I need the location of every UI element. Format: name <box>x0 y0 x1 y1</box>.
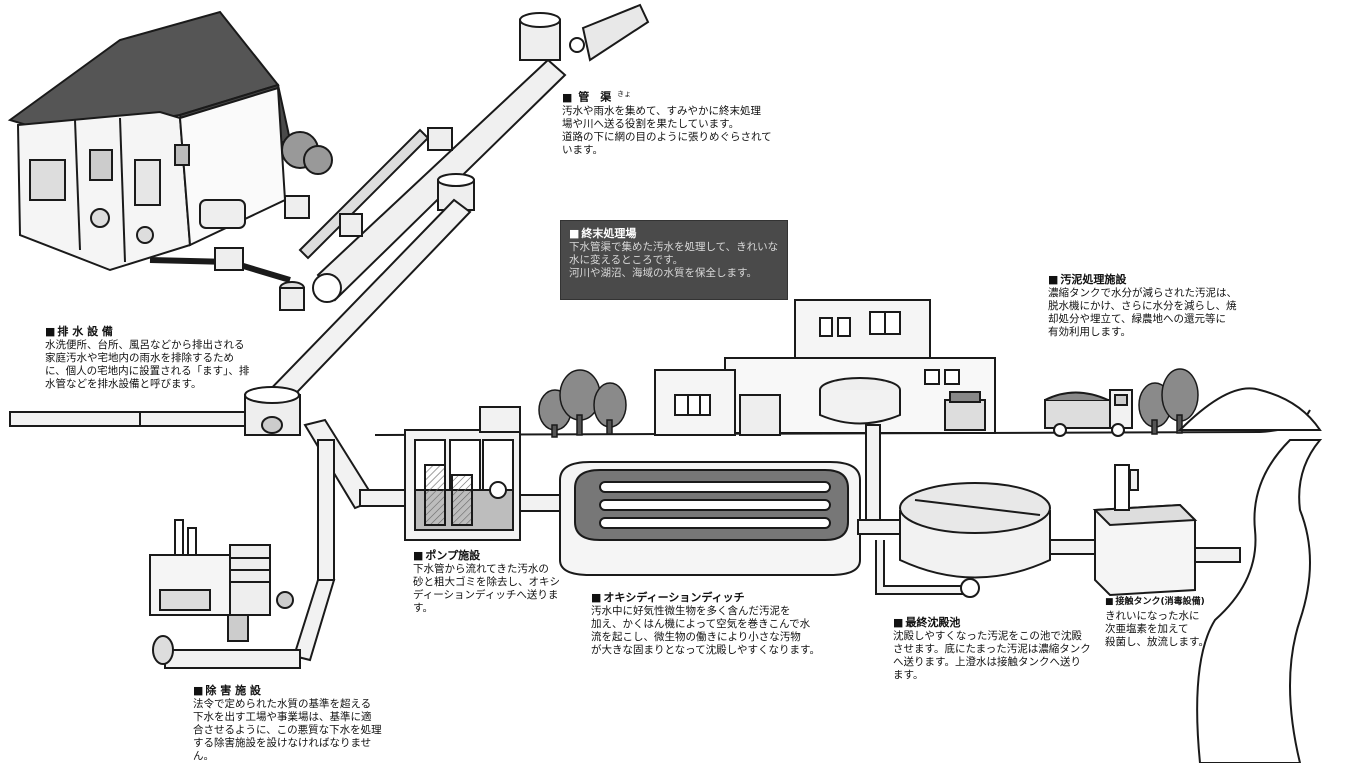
ditch-title: オキシディーションディッチ <box>591 591 851 604</box>
drainage-label: 排 水 設 備 水洗便所、台所、風呂などから排出される 家庭汚水や宅地内の雨水を… <box>45 325 285 391</box>
final-settling-label: 最終沈殿池 沈殿しやすくなった汚泥をこの池で沈殿 させます。底にたまった汚泥は濃… <box>893 616 1103 682</box>
treatment-plant-description: 下水管渠で集めた汚水を処理して、きれいな 水に変えるところです。 河川や湖沼、海… <box>569 241 779 279</box>
river <box>1196 439 1323 763</box>
ditch-description: 汚水中に好気性微生物を多く含んだ汚泥を 加え、かくはん機によって空気を巻きこんで… <box>591 605 821 656</box>
oxidation-ditch <box>559 424 904 576</box>
final-settling-title: 最終沈殿池 <box>893 616 1103 629</box>
contact-tank-description: きれいになった水に 次亜塩素を加えて 殺菌し、放流します。 <box>1105 610 1209 648</box>
drainage-title: 排 水 設 備 <box>45 325 285 338</box>
treatment-plant-title: 終末処理場 <box>569 227 779 240</box>
sludge-description: 濃縮タンクで水分が減らされた汚泥は、 脱水機にかけ、さらに水分を減らし、焼 却処… <box>1048 287 1237 338</box>
pump-title: ポンプ施設 <box>413 549 583 562</box>
factory-illustration <box>149 519 294 642</box>
pipe-description: 汚水や雨水を集めて、すみやかに終末処理 場や川へ送る役割を果たしています。 道路… <box>562 104 772 156</box>
pump-label: ポンプ施設 下水管から流れてきた汚水の 砂と粗大ゴミを除去し、オキシ ディーショ… <box>413 549 583 615</box>
junction-manhole <box>244 386 301 436</box>
pipe-ruby: きょ <box>617 90 632 98</box>
trees <box>538 368 1199 438</box>
contact-tank <box>1092 464 1241 597</box>
treatment-buildings <box>654 299 996 436</box>
main-sewer-pipe <box>298 3 650 303</box>
ditch-label: オキシディーションディッチ 汚水中に好気性微生物を多く含んだ汚泥を 加え、かくは… <box>591 591 851 657</box>
pretreatment-description: 法令で定められた水質の基準を超える 下水を出す工場や事業場は、基準に適 合させる… <box>193 698 382 762</box>
pump-station <box>404 406 566 541</box>
sludge-title: 汚泥処理施設 <box>1048 273 1288 286</box>
truck <box>1044 389 1133 437</box>
pipe-title: 管 渠 きょ <box>562 88 802 104</box>
pretreatment-label: 除 害 施 設 法令で定められた水質の基準を超える 下水を出す工場や事業場は、基… <box>193 684 423 763</box>
pump-description: 下水管から流れてきた汚水の 砂と粗大ゴミを除去し、オキシ ディーションディッチへ… <box>413 563 560 614</box>
house-illustration <box>7 10 333 272</box>
contact-tank-label: 接触タンク(消毒設備) きれいになった水に 次亜塩素を加えて 殺菌し、放流します… <box>1105 596 1230 649</box>
pipe-label: 管 渠 きょ 汚水や雨水を集めて、すみやかに終末処理 場や川へ送る役割を果たして… <box>562 88 802 157</box>
sludge-label: 汚泥処理施設 濃縮タンクで水分が減らされた汚泥は、 脱水機にかけ、さらに水分を減… <box>1048 273 1288 339</box>
drainage-description: 水洗便所、台所、風呂などから排出される 家庭汚水や宅地内の雨水を排除するため に… <box>45 339 250 390</box>
pretreatment-title: 除 害 施 設 <box>193 684 423 697</box>
hill <box>1177 387 1322 431</box>
pipe-to-factory <box>152 439 336 669</box>
treatment-plant-label: 終末処理場 下水管渠で集めた汚水を処理して、きれいな 水に変えるところです。 河… <box>560 220 788 300</box>
horizontal-pipe <box>9 411 246 427</box>
final-settling-tank <box>875 482 1096 598</box>
contact-tank-title: 接触タンク(消毒設備) <box>1105 596 1230 609</box>
final-settling-description: 沈殿しやすくなった汚泥をこの池で沈殿 させます。底にたまった汚泥は濃縮タンク へ… <box>893 630 1091 681</box>
house-drain-pipes <box>149 195 310 311</box>
